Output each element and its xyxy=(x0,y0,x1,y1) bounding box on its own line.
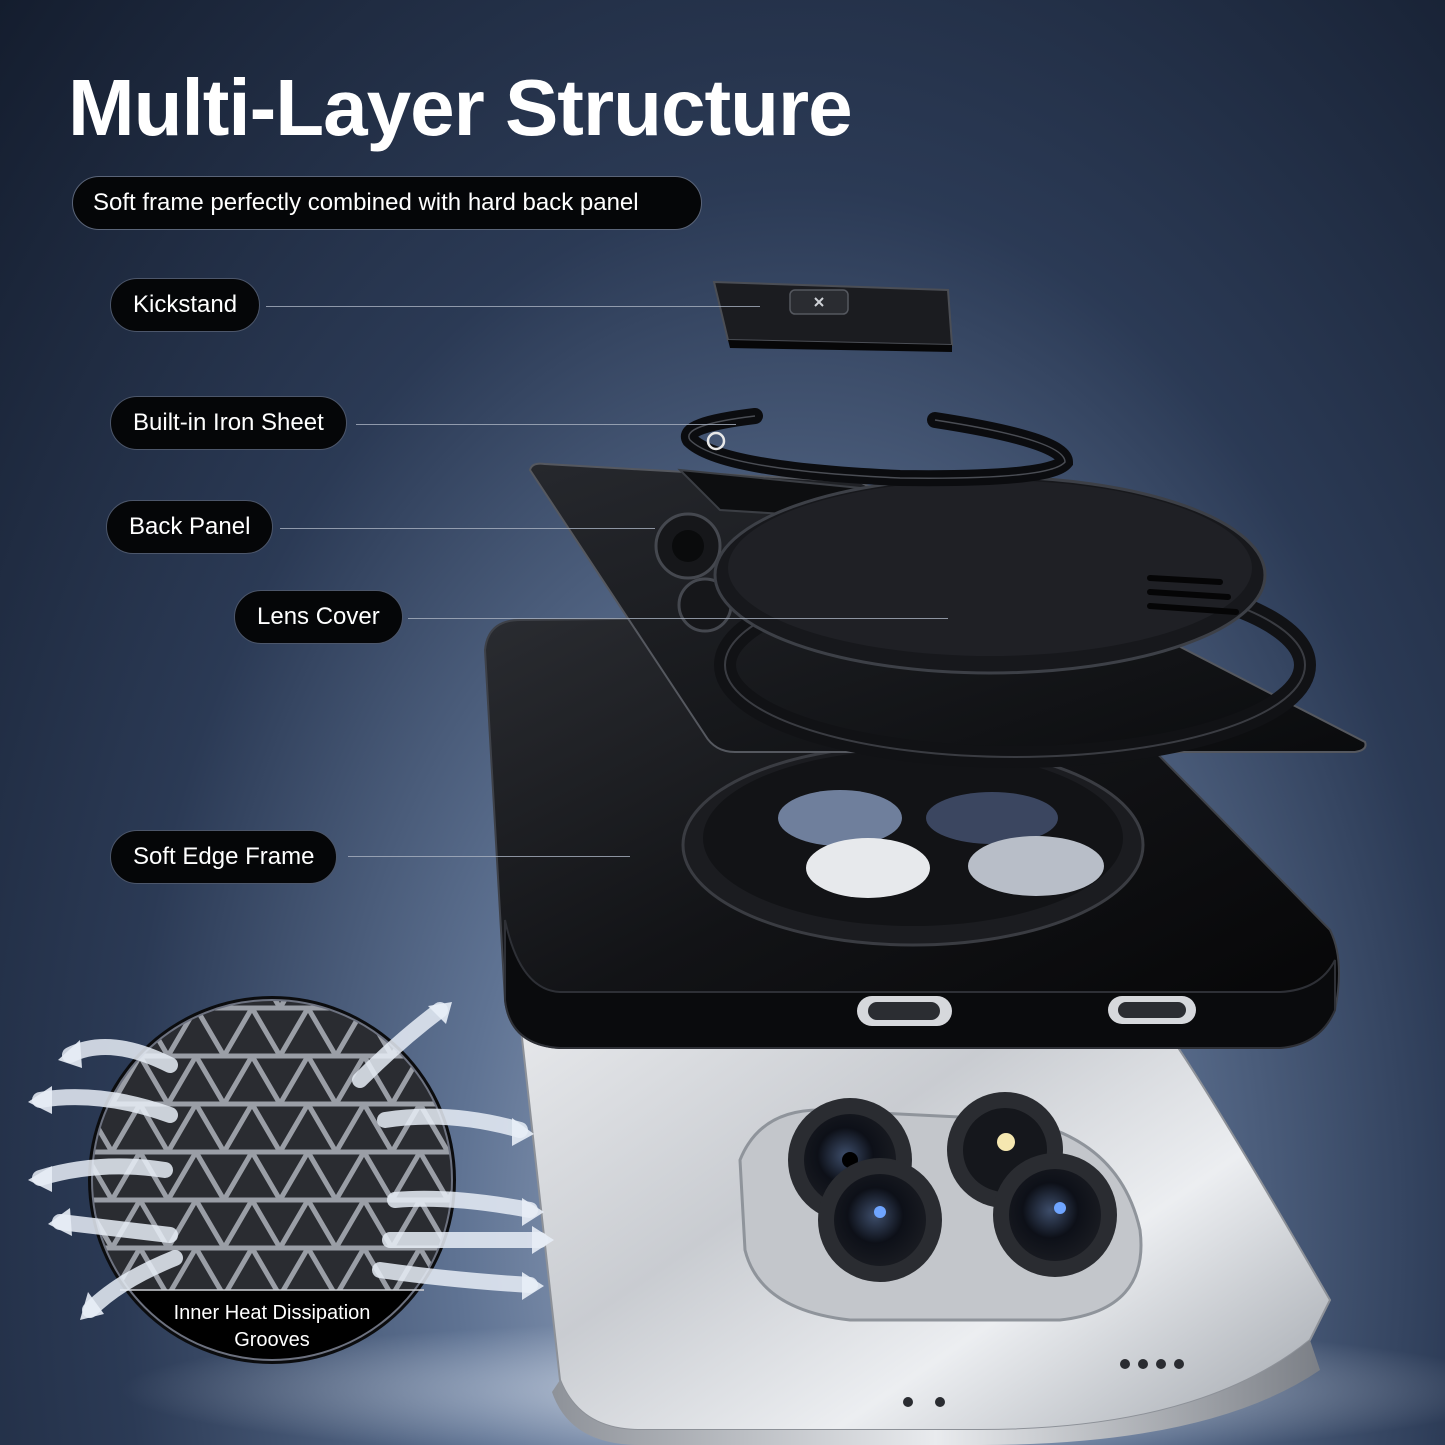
camera-lens xyxy=(818,1158,942,1282)
lens-cover xyxy=(713,475,1316,768)
leader-line xyxy=(266,306,760,307)
camera-cutout xyxy=(926,792,1058,844)
heat-dissipation-caption: Inner Heat Dissipation Grooves xyxy=(140,1300,404,1354)
leader-line xyxy=(348,856,630,857)
speaker-holes xyxy=(903,1359,1184,1407)
leader-line xyxy=(356,424,736,425)
label-iron-sheet: Built-in Iron Sheet xyxy=(110,396,347,450)
heat-dissipation-detail xyxy=(28,996,554,1364)
page-title: Multi-Layer Structure xyxy=(68,63,853,152)
camera-cutout xyxy=(806,838,930,898)
label-soft-edge-frame: Soft Edge Frame xyxy=(110,830,338,884)
label-lens-cover: Lens Cover xyxy=(234,590,403,644)
iron-sheet xyxy=(680,408,1074,487)
camera-cutout xyxy=(778,790,902,846)
camera-lens xyxy=(993,1153,1117,1277)
kickstand xyxy=(712,280,954,352)
label-kickstand: Kickstand xyxy=(110,278,261,332)
camera-cutout xyxy=(968,836,1104,896)
caption-line: Inner Heat Dissipation xyxy=(173,1302,371,1324)
label-back-panel: Back Panel xyxy=(106,500,274,554)
subtitle-badge: Soft frame perfectly combined with hard … xyxy=(72,176,702,230)
caption-line: Grooves xyxy=(234,1329,310,1351)
slider-grip xyxy=(1147,575,1239,615)
arrow-heads xyxy=(28,1002,554,1320)
leader-line xyxy=(280,528,655,529)
leader-line xyxy=(408,618,948,619)
